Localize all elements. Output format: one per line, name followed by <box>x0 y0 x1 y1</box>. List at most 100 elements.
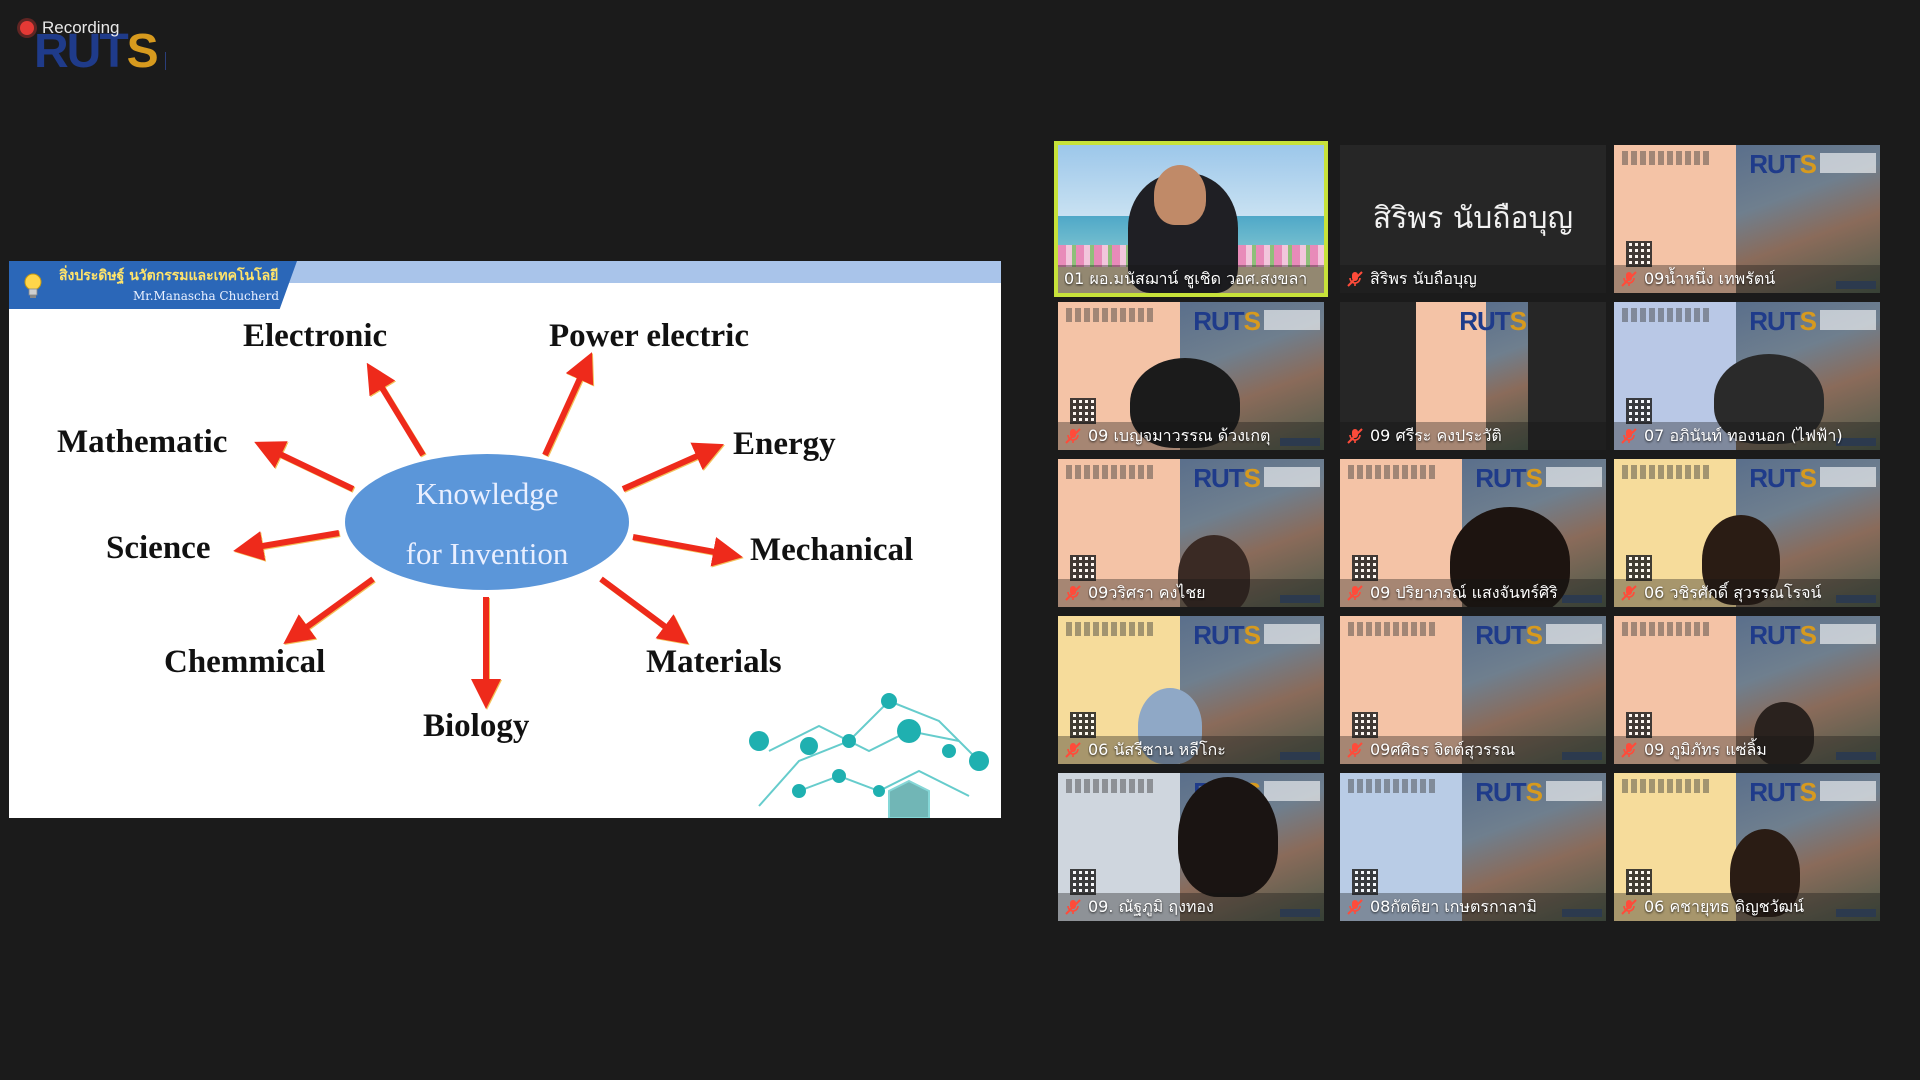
tile-logo-subtitle <box>1264 624 1320 644</box>
participant-tile-14[interactable]: RUTS 08กัตติยา เกษตรกาลามิ <box>1340 773 1606 921</box>
tile-poster-text <box>1066 779 1156 793</box>
mic-muted-icon[interactable] <box>1620 741 1638 759</box>
participant-grid: 01 ผอ.มนัสฌาน์ ชูเชิด วอศ.สงขลา สิริพร น… <box>1054 141 1880 931</box>
tile-logo-left: RUT <box>1749 777 1800 807</box>
qr-code-icon <box>1070 555 1096 581</box>
tile-logo-right: S <box>1243 306 1261 336</box>
topic-biology: Biology <box>423 708 530 744</box>
tile-logo: RUTS <box>1193 463 1261 493</box>
logo-text-right: S <box>126 25 159 78</box>
tile-logo-subtitle <box>1546 467 1602 487</box>
tile-poster-text <box>1066 465 1156 479</box>
mic-muted-icon[interactable] <box>1346 741 1364 759</box>
tile-logo-left: RUT <box>1749 620 1800 650</box>
mic-muted-icon[interactable] <box>1064 584 1082 602</box>
participant-video <box>1130 358 1240 448</box>
participant-tile-12[interactable]: RUTS 09 ภูมิภัทร แซ่ลิ้ม <box>1614 616 1880 764</box>
participant-name: 06 คชายุทธ ดิญชวัฒน์ <box>1644 896 1805 916</box>
participant-caption: 01 ผอ.มนัสฌาน์ ชูเชิด วอศ.สงขลา <box>1058 265 1324 293</box>
participant-name: 06 นัสรีซาน หลีโกะ <box>1088 739 1226 759</box>
tile-poster-text <box>1348 779 1438 793</box>
participant-video <box>1450 507 1570 607</box>
participant-tile-11[interactable]: RUTS 09ศศิธร จิตต์สุวรรณ <box>1340 616 1606 764</box>
tile-logo-subtitle <box>1264 781 1320 801</box>
topic-power-electric: Power electric <box>549 318 749 354</box>
qr-code-icon <box>1352 712 1378 738</box>
mic-muted-icon[interactable] <box>1346 584 1364 602</box>
participant-tile-10[interactable]: RUTS 06 นัสรีซาน หลีโกะ <box>1058 616 1324 764</box>
tile-poster-text <box>1622 465 1712 479</box>
participant-caption: 08กัตติยา เกษตรกาลามิ <box>1340 893 1606 921</box>
qr-code-icon <box>1626 869 1652 895</box>
tile-logo-right: S <box>1799 463 1817 493</box>
tile-smart-badge <box>1280 909 1320 917</box>
tile-logo: RUTS <box>1193 622 1261 648</box>
tile-logo-left: RUT <box>1475 463 1526 493</box>
participant-tile-3[interactable]: RUTS 09น้ำหนึ่ง เทพรัตน์ <box>1614 145 1880 293</box>
center-ellipse <box>345 454 629 590</box>
participant-caption: 09 ปริยาภรณ์ แสงจันทร์ศิริ <box>1340 579 1606 607</box>
logo-text-left: RUT <box>34 25 129 78</box>
topic-energy: Energy <box>733 426 836 462</box>
tile-background-left <box>1614 302 1737 450</box>
participant-name: 08กัตติยา เกษตรกาลามิ <box>1370 896 1537 916</box>
participant-video <box>1138 688 1202 764</box>
participant-tile-4[interactable]: RUTS 09 เบญจมาวรรณ ด้วงเกตุ <box>1058 302 1324 450</box>
participant-display-name: สิริพร นับถือบุญ <box>1372 201 1574 236</box>
tile-background-left <box>1340 616 1463 764</box>
tile-logo: RUTS <box>1475 620 1543 650</box>
tile-logo-subtitle <box>1264 310 1320 330</box>
arrow-materials <box>599 576 689 645</box>
qr-code-icon <box>1352 869 1378 895</box>
tile-smart-badge <box>1280 752 1320 760</box>
mic-muted-icon[interactable] <box>1346 898 1364 916</box>
participant-tile-5[interactable]: RUTS 09 ศรีระ คงประวัติ <box>1340 302 1606 450</box>
participant-tile-6[interactable]: RUTS 07 อภินันท์ ทองนอก (ไฟฟ้า) <box>1614 302 1880 450</box>
tile-logo: RUTS <box>1475 779 1543 805</box>
mic-muted-icon[interactable] <box>1346 427 1364 445</box>
participant-tile-9[interactable]: RUTS 06 วชิรศักดิ์ สุวรรณโรจน์ <box>1614 459 1880 607</box>
mic-muted-icon[interactable] <box>1620 427 1638 445</box>
mic-muted-icon[interactable] <box>1620 270 1638 288</box>
mic-muted-icon[interactable] <box>1620 898 1638 916</box>
tile-logo: RUTS <box>1749 151 1817 177</box>
tile-poster-text <box>1622 622 1712 636</box>
participant-caption: 07 อภินันท์ ทองนอก (ไฟฟ้า) <box>1614 422 1880 450</box>
slide-header-author: Mr.Manascha Chucherd <box>133 289 280 303</box>
participant-caption: 09ศศิธร จิตต์สุวรรณ <box>1340 736 1606 764</box>
participant-name: 09 เบญจมาวรรณ ด้วงเกตุ <box>1088 425 1271 445</box>
tile-logo-right: S <box>1525 620 1543 650</box>
participant-tile-2[interactable]: สิริพร นับถือบุญ สิริพร นับถือบุญ <box>1340 145 1606 293</box>
participant-tile-8[interactable]: RUTS 09 ปริยาภรณ์ แสงจันทร์ศิริ <box>1340 459 1606 607</box>
qr-code-icon <box>1626 555 1652 581</box>
tile-poster-text <box>1622 779 1712 793</box>
mic-muted-icon[interactable] <box>1064 741 1082 759</box>
mic-muted-icon[interactable] <box>1064 427 1082 445</box>
tile-logo-left: RUT <box>1749 306 1800 336</box>
participant-caption: 06 คชายุทธ ดิญชวัฒน์ <box>1614 893 1880 921</box>
participant-tile-15[interactable]: RUTS 06 คชายุทธ ดิญชวัฒน์ <box>1614 773 1880 921</box>
tile-poster-text <box>1622 308 1712 322</box>
participant-caption: 09วริศรา คงไชย <box>1058 579 1324 607</box>
tile-logo-left: RUT <box>1193 463 1244 493</box>
tile-logo: RUTS <box>1749 463 1817 493</box>
participant-caption: สิริพร นับถือบุญ <box>1340 265 1606 293</box>
mic-muted-icon[interactable] <box>1346 270 1364 288</box>
tile-logo: RUTS <box>1193 306 1261 336</box>
mic-muted-icon[interactable] <box>1064 898 1082 916</box>
participant-video <box>1730 829 1800 917</box>
center-concept: Knowledge for Invention <box>345 454 629 590</box>
participant-video <box>1178 535 1250 607</box>
tile-smart-badge <box>1562 595 1602 603</box>
qr-code-icon <box>1070 712 1096 738</box>
participant-caption: 06 นัสรีซาน หลีโกะ <box>1058 736 1324 764</box>
topic-materials: Materials <box>646 644 782 680</box>
participant-tile-1[interactable]: 01 ผอ.มนัสฌาน์ ชูเชิด วอศ.สงขลา <box>1054 141 1328 297</box>
participant-tile-13[interactable]: RUTS 09. ณัฐภูมิ ฤงทอง <box>1058 773 1324 921</box>
topic-mechanical: Mechanical <box>750 532 914 568</box>
qr-code-icon <box>1626 241 1652 267</box>
qr-code-icon <box>1626 712 1652 738</box>
participant-tile-7[interactable]: RUTS 09วริศรา คงไชย <box>1058 459 1324 607</box>
mic-muted-icon[interactable] <box>1620 584 1638 602</box>
shared-screen-slide[interactable]: สิ่งประดิษฐ์ นวัตกรรมและเทคโนโลยี Mr.Man… <box>9 261 1001 818</box>
